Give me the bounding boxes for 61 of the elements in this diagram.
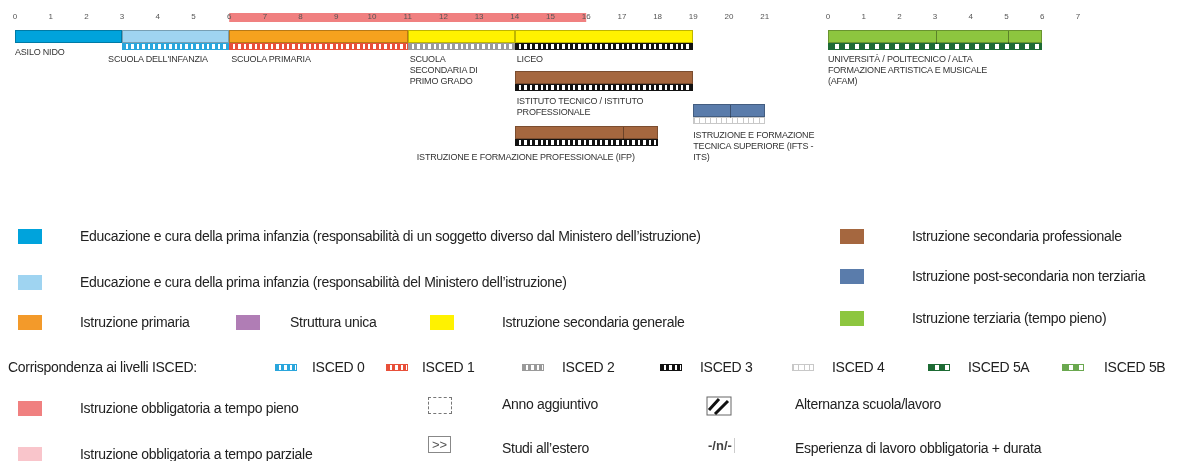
age-tick-label: 1: [861, 12, 866, 21]
programme-label: ISTRUZIONE E FORMAZIONE PROFESSIONALE (IFP): [416, 152, 636, 163]
age-tick-label: 11: [403, 12, 412, 21]
age-tick-label: 4: [968, 12, 973, 21]
age-tick-label: 19: [688, 12, 698, 21]
age-tick-label: 3: [932, 12, 938, 21]
age-tick-label: 3: [119, 12, 125, 21]
legend-text: Istruzione obbligatoria a tempo pieno: [80, 400, 299, 416]
age-tick-label: 2: [84, 12, 89, 21]
age-tick-label: 17: [617, 12, 627, 21]
legend-text: Educazione e cura della prima infanzia (responsabilità di un soggetto diverso dal Ministero dell’istruzione): [80, 228, 701, 244]
legend-text: ISCED 4: [832, 359, 885, 375]
age-tick-label: 20: [724, 12, 734, 21]
legend-text: Struttura unica: [290, 314, 377, 330]
programme-label: ISTITUTO TECNICO / ISTITUTO PROFESSIONALE: [516, 96, 645, 118]
age-tick-label: 6: [1039, 12, 1045, 21]
legend-text: Studi all’estero: [502, 440, 590, 456]
age-tick-label: 15: [546, 12, 555, 21]
age-tick-label: 2: [897, 12, 902, 21]
age-tick-label: 8: [298, 12, 303, 21]
age-tick-label: 9: [334, 12, 339, 21]
programme-label: SCUOLA SECONDARIA DI PRIMO GRADO: [409, 54, 479, 87]
programme-label: LICEO: [516, 54, 544, 65]
legend-text: Istruzione obbligatoria a tempo parziale: [80, 446, 313, 461]
legend-text: Educazione e cura della prima infanzia (responsabilità del Ministero dell’istruzione): [80, 274, 567, 290]
legend-text: ISCED 5A: [968, 359, 1030, 375]
legend-text: Istruzione primaria: [80, 314, 190, 330]
age-tick-label: 0: [825, 12, 831, 21]
age-tick-label: 6: [226, 12, 232, 21]
legend-text: ISCED 5B: [1104, 359, 1166, 375]
programme-label: ISTRUZIONE E FORMAZIONE TECNICA SUPERIORE (IFTS - ITS): [693, 130, 816, 163]
legend-text: ISCED 2: [562, 359, 615, 375]
age-tick-label: 18: [653, 12, 663, 21]
legend-text: Istruzione terziaria (tempo pieno): [912, 310, 1107, 326]
legend-text: Istruzione post-secondaria non terziaria: [912, 268, 1146, 284]
age-tick-label: 14: [510, 12, 520, 21]
programme-label: ASILO NIDO: [15, 47, 66, 58]
age-tick-label: 12: [438, 12, 448, 21]
legend-text: Istruzione secondaria professionale: [912, 228, 1122, 244]
age-tick-label: 7: [1075, 12, 1081, 21]
legend-text: Esperienza di lavoro obbligatoria + durata: [795, 440, 1042, 456]
legend-text: ISCED 0: [312, 359, 365, 375]
programme-label: SCUOLA DELL'INFANZIA: [108, 54, 209, 65]
programme-label: UNIVERSITÀ / POLITECNICO / ALTA FORMAZIONE ARTISTICA E MUSICALE (AFAM): [828, 54, 989, 87]
age-tick-label: 0: [12, 12, 18, 21]
age-tick-label: 1: [48, 12, 53, 21]
age-tick-label: 10: [367, 12, 377, 21]
age-tick-label: 5: [1004, 12, 1009, 21]
age-tick-label: 7: [262, 12, 268, 21]
legend-text: ISCED 3: [700, 359, 753, 375]
legend-text: Istruzione secondaria generale: [502, 314, 685, 330]
legend-text: Alternanza scuola/lavoro: [795, 396, 942, 412]
age-tick-label: 5: [191, 12, 196, 21]
age-tick-label: 21: [760, 12, 770, 21]
legend-text: Anno aggiuntivo: [502, 396, 598, 412]
programme-label: SCUOLA PRIMARIA: [231, 54, 312, 65]
age-tick-label: 4: [155, 12, 160, 21]
legend-text: ISCED 1: [422, 359, 475, 375]
double-chevron-symbol: >>: [428, 436, 452, 453]
age-tick-label: 13: [474, 12, 484, 21]
legend-heading: Corrispondenza ai livelli ISCED:: [8, 359, 197, 375]
